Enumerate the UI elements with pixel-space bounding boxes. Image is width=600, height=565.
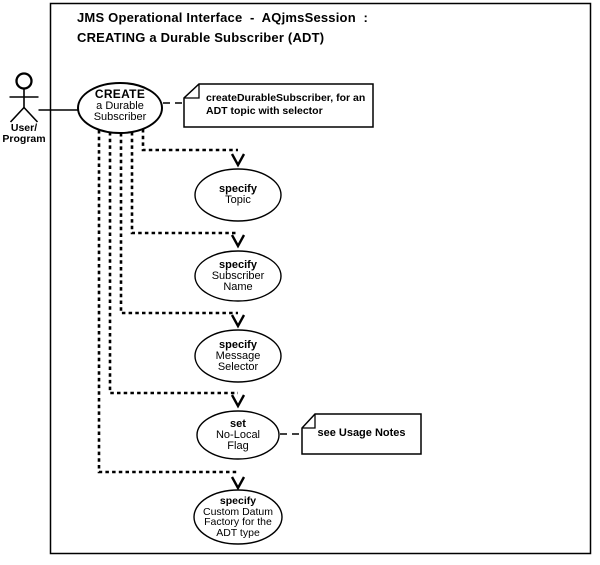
actor-leg-left xyxy=(9,106,25,123)
note-usage-fold xyxy=(302,414,316,429)
note-line: ADT topic with selector xyxy=(206,105,323,117)
label-line: Flag xyxy=(227,440,249,452)
label-line: No-Local xyxy=(215,429,261,441)
note-create-shape xyxy=(183,83,374,128)
dependency-line-message-selector xyxy=(119,133,238,315)
use-case-custom-datum-factory-label: specify Custom Datum Factory for the ADT… xyxy=(195,496,281,538)
actor-icon xyxy=(9,72,39,123)
use-case-custom-datum-factory-ellipse xyxy=(193,489,283,545)
actor-label-line2: Program xyxy=(2,133,46,145)
note-create-text: createDurableSubscriber, for an ADT topi… xyxy=(206,92,365,118)
dependency-line-custom-datum-factory xyxy=(97,130,238,474)
note-usage-shape xyxy=(301,413,422,455)
label-line: Topic xyxy=(225,194,251,206)
arrowhead-subscriber-name-icon xyxy=(230,234,246,249)
use-case-create-line3: Subscriber xyxy=(93,111,147,123)
dependency-line-subscriber-name xyxy=(130,132,238,235)
label-line: Factory for the xyxy=(204,516,272,528)
use-case-specify-message-selector-label: specify Message Selector xyxy=(195,340,281,373)
use-case-create-line1: CREATE xyxy=(94,87,146,101)
dependency-lines xyxy=(97,129,238,474)
use-case-create-label: CREATE a Durable Subscriber xyxy=(76,87,164,124)
label-line: set xyxy=(230,418,246,430)
use-case-create-line2: a Durable xyxy=(96,99,144,112)
note-create-body xyxy=(183,83,374,128)
arrowhead-topic-icon xyxy=(230,153,246,168)
actor-label: User/ Program xyxy=(0,123,50,145)
arrowhead-custom-datum-factory-icon xyxy=(230,476,246,491)
use-case-specify-message-selector-ellipse xyxy=(194,329,282,383)
label-line: Custom Datum xyxy=(202,505,274,518)
arrowheads xyxy=(230,153,246,491)
actor-head xyxy=(15,72,33,90)
label-line: ADT type xyxy=(216,526,260,539)
label-line: Subscriber xyxy=(211,270,265,282)
label-line: specify xyxy=(219,259,257,271)
dependency-line-topic xyxy=(141,129,238,152)
label-line: Selector xyxy=(217,361,259,373)
sub-use-case-ellipses xyxy=(193,168,283,545)
diagram-title-line2: CREATING a Durable Subscriber (ADT) xyxy=(77,30,325,45)
label-line: specify xyxy=(219,495,257,507)
note-usage-body xyxy=(301,413,422,455)
arrowhead-no-local-flag-icon xyxy=(230,394,246,409)
use-case-specify-topic-label: specify Topic xyxy=(195,184,281,206)
label-line: specify xyxy=(219,339,257,351)
note-line: createDurableSubscriber, for an xyxy=(206,92,366,104)
note-usage-text: see Usage Notes xyxy=(317,427,406,439)
use-case-specify-subscriber-name-label: specify Subscriber Name xyxy=(195,260,281,293)
actor-label-line1: User/ xyxy=(10,122,38,134)
use-case-specify-subscriber-name-ellipse xyxy=(194,250,282,302)
note-create-fold xyxy=(184,84,200,99)
diagram-title-line1: JMS Operational Interface - AQjmsSession… xyxy=(77,10,368,25)
label-line: Message xyxy=(215,350,261,362)
label-line: Name xyxy=(223,281,253,293)
label-line: specify xyxy=(219,183,257,195)
use-case-specify-topic-ellipse xyxy=(194,168,282,222)
arrowhead-message-selector-icon xyxy=(230,314,246,329)
use-case-set-no-local-flag-ellipse xyxy=(196,410,280,460)
actor-leg-right xyxy=(23,106,39,123)
diagram-border xyxy=(49,2,592,555)
use-case-set-no-local-flag-label: set No-Local Flag xyxy=(197,419,279,452)
